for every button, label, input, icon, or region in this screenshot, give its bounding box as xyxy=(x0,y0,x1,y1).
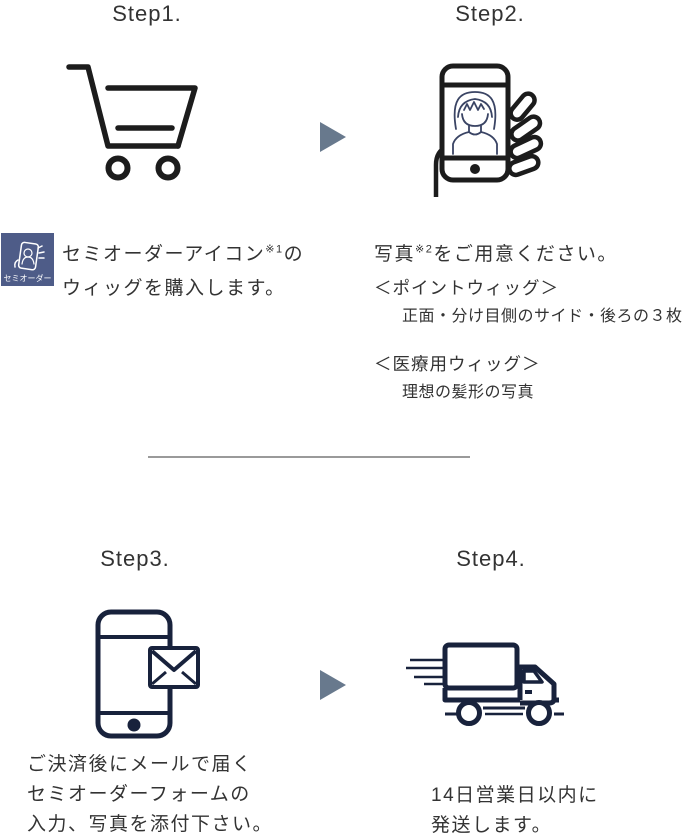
step1-title: Step1. xyxy=(112,1,182,26)
step2-heading-post: をご用意ください。 xyxy=(433,244,618,265)
wig-type-label: ＜ポイントウィッグ＞ xyxy=(374,278,559,298)
step4-title: Step4. xyxy=(456,546,526,571)
step3-caption-line2: セミオーダーフォームの xyxy=(27,784,251,805)
step2-title: Step2. xyxy=(455,1,525,26)
step2-heading-pre: 写真 xyxy=(374,244,416,265)
smartphone-mail-icon xyxy=(95,609,201,741)
wig-type-detail: 正面・分け目側のサイド・後ろの３枚 xyxy=(402,308,683,325)
envelope-icon xyxy=(148,646,200,689)
step1-caption: セミオーダーアイコン※1の ウィッグを購入します。 xyxy=(62,238,352,306)
semi-order-badge: セミオーダー xyxy=(1,233,54,286)
smartphone-photo-icon xyxy=(428,62,548,197)
step3-title: Step3. xyxy=(100,546,170,571)
arrow-right-icon xyxy=(320,670,346,700)
step1-caption-post: の xyxy=(283,244,305,265)
section-divider xyxy=(148,456,470,458)
step3-caption: ご決済後にメールで届く セミオーダーフォームの 入力、写真を添付下さい。 xyxy=(27,750,347,836)
delivery-truck-icon xyxy=(406,637,574,732)
step1-caption-line2: ウィッグを購入します。 xyxy=(62,278,286,299)
shopping-cart-icon xyxy=(66,62,198,184)
step1-caption-footnote: ※1 xyxy=(265,243,284,256)
step1-caption-pre: セミオーダーアイコン xyxy=(62,244,266,265)
wig-type-detail: 理想の髪形の写真 xyxy=(402,384,535,401)
step4-caption: 14日営業日以内に 発送します。 xyxy=(431,781,671,836)
step3-caption-line3: 入力、写真を添付下さい。 xyxy=(27,814,274,835)
step2-heading-footnote: ※2 xyxy=(415,243,434,256)
step4-caption-line2: 発送します。 xyxy=(431,815,553,836)
semi-order-badge-label: セミオーダー xyxy=(3,274,52,283)
arrow-right-icon xyxy=(320,122,346,152)
step3-caption-line1: ご決済後にメールで届く xyxy=(27,754,253,775)
semi-order-badge-icon xyxy=(13,241,45,271)
step2-heading: 写真※2をご用意ください。 xyxy=(374,239,618,266)
step4-caption-line1: 14日営業日以内に xyxy=(431,785,599,806)
wig-type-label: ＜医療用ウィッグ＞ xyxy=(374,354,541,374)
